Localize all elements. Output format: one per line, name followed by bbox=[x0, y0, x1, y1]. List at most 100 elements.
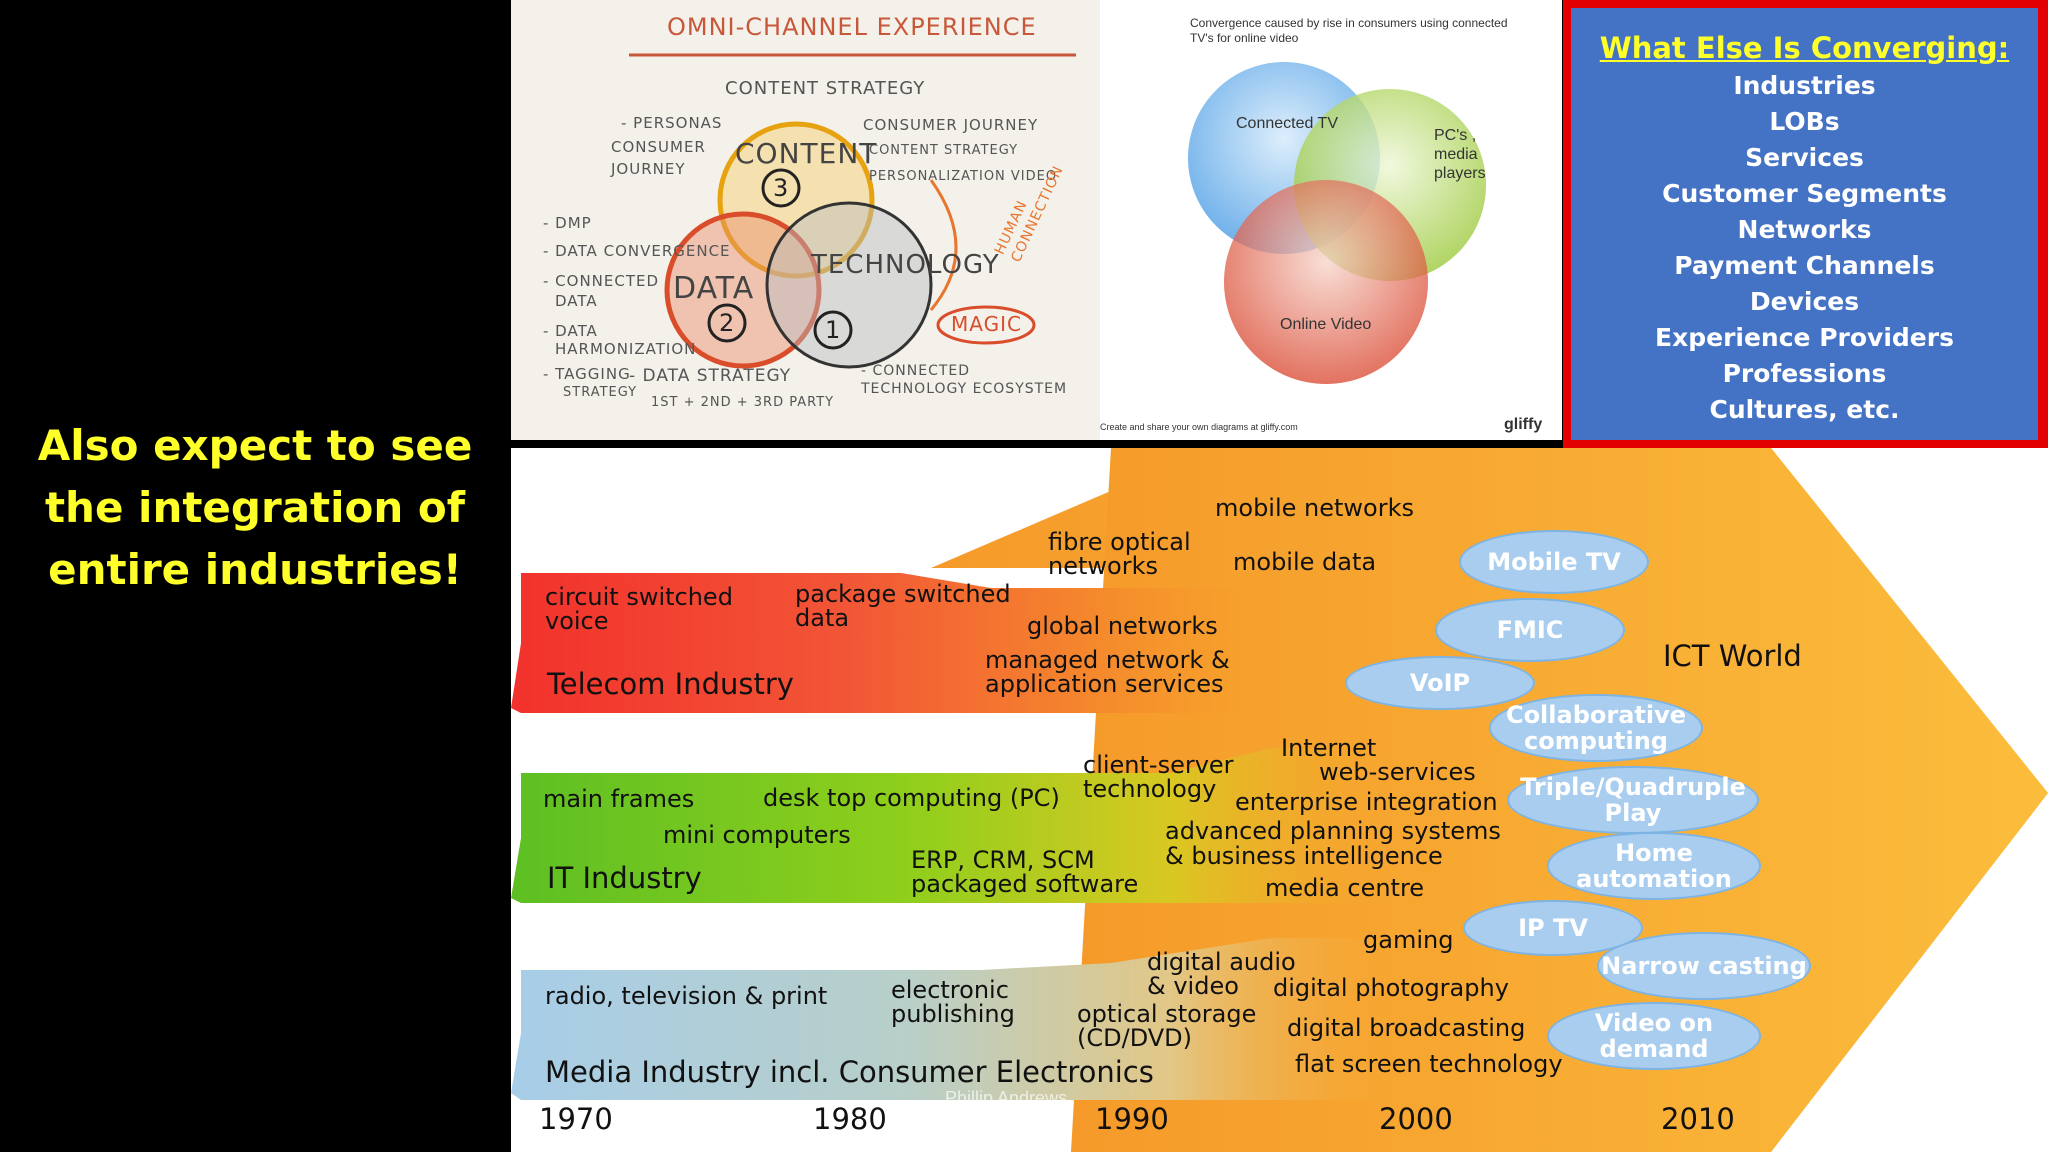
left-mid-1: - DMP bbox=[543, 214, 592, 232]
telecom-item: mobile networks bbox=[1215, 494, 1414, 522]
converging-item: Experience Providers bbox=[1655, 323, 1954, 352]
content-label: CONTENT bbox=[735, 137, 878, 170]
bubble-ip-tv: IP TV bbox=[1463, 900, 1643, 956]
converging-panel: What Else Is Converging: Industries LOBs… bbox=[1571, 8, 2038, 440]
bubble-collaborative-computing: Collaborative computing bbox=[1489, 694, 1703, 762]
it-band bbox=[511, 748, 1391, 903]
converging-title: What Else Is Converging: bbox=[1599, 31, 2010, 65]
connected-tech-label: - CONNECTED TECHNOLOGY ECOSYSTEM bbox=[861, 363, 1068, 397]
technology-circle bbox=[765, 201, 933, 369]
pcs-label: PC's , media players bbox=[1434, 127, 1486, 182]
headline-line-3: entire industries! bbox=[48, 545, 462, 594]
year-label: 1990 bbox=[1095, 1102, 1169, 1136]
converging-item: Devices bbox=[1749, 287, 1860, 316]
number-2: 2 bbox=[719, 309, 736, 337]
it-item: web-services bbox=[1319, 758, 1476, 786]
data-strategy-label: - DATA STRATEGY bbox=[629, 366, 792, 386]
bubble-fmic: FMIC bbox=[1435, 598, 1625, 662]
data-circle bbox=[664, 211, 822, 369]
telecom-item: managed network & application services bbox=[985, 646, 1230, 698]
convergence-venn: Convergence caused by rise in consumers … bbox=[1100, 0, 1562, 440]
right-top-3: PERSONALIZATION VIDEO bbox=[869, 169, 1058, 184]
telecom-item: global networks bbox=[1027, 612, 1218, 640]
converging-item: Professions bbox=[1722, 359, 1887, 388]
media-label: Media Industry incl. Consumer Electronic… bbox=[545, 1055, 1154, 1089]
it-item: media centre bbox=[1265, 874, 1425, 902]
telecom-item: package switched data bbox=[795, 580, 1011, 632]
online-video-circle bbox=[1224, 180, 1428, 384]
converging-item: Customer Segments bbox=[1662, 179, 1947, 208]
left-mid-3: - CONNECTED bbox=[543, 272, 660, 290]
party-label: 1ST + 2ND + 3RD PARTY bbox=[651, 395, 835, 410]
gliffy-logo: gliffy bbox=[1504, 416, 1543, 433]
media-item: optical storage (CD/DVD) bbox=[1077, 1000, 1257, 1052]
technology-label: TECHNOLOGY bbox=[811, 250, 1000, 280]
it-item: Internet bbox=[1281, 734, 1377, 762]
telecom-item: fibre optical networks bbox=[1048, 528, 1191, 580]
data-label: DATA bbox=[673, 271, 755, 306]
media-item: & video bbox=[1147, 972, 1239, 1000]
it-item: client-server technology bbox=[1083, 751, 1234, 803]
left-top-1: - PERSONAS bbox=[621, 114, 723, 132]
left-mid-4: DATA bbox=[555, 292, 598, 310]
bubble-narrow-casting: Narrow casting bbox=[1597, 932, 1811, 1000]
online-video-label: Online Video bbox=[1280, 316, 1372, 333]
year-label: 2010 bbox=[1661, 1102, 1735, 1136]
magic-label: MAGIC bbox=[951, 312, 1022, 336]
venn-title: Convergence caused by rise in consumers … bbox=[1190, 16, 1508, 45]
right-top-1: CONSUMER JOURNEY bbox=[863, 116, 1039, 134]
media-item: gaming bbox=[1363, 926, 1454, 954]
left-mid-6: HARMONIZATION bbox=[555, 340, 697, 358]
converging-item: LOBs bbox=[1769, 107, 1840, 136]
it-item: advanced planning systems bbox=[1165, 817, 1501, 845]
telecom-label: Telecom Industry bbox=[547, 667, 794, 701]
sketch-title: OMNI-CHANNEL EXPERIENCE bbox=[667, 13, 1037, 41]
it-item: enterprise integration bbox=[1235, 788, 1498, 816]
media-item: flat screen technology bbox=[1295, 1050, 1563, 1078]
headline-line-2: the integration of bbox=[44, 483, 466, 532]
ict-world-label: ICT World bbox=[1663, 639, 1802, 673]
media-item: radio, television & print bbox=[545, 982, 828, 1010]
bubble-mobile-tv: Mobile TV bbox=[1459, 530, 1649, 594]
telecom-item: mobile data bbox=[1233, 548, 1377, 576]
connected-tv-label: Connected TV bbox=[1236, 115, 1338, 132]
ict-timeline: circuit switched voice package switched … bbox=[511, 448, 2048, 1152]
year-label: 1970 bbox=[539, 1102, 613, 1136]
left-mid-5: - DATA bbox=[543, 322, 598, 340]
converging-box: What Else Is Converging: Industries LOBs… bbox=[1563, 0, 2048, 448]
right-top-2: CONTENT STRATEGY bbox=[869, 143, 1019, 158]
media-item: digital broadcasting bbox=[1287, 1014, 1526, 1042]
converging-item: Industries bbox=[1733, 71, 1876, 100]
converging-item: Cultures, etc. bbox=[1709, 395, 1900, 424]
venn-footer: Create and share your own diagrams at gl… bbox=[1100, 422, 1298, 432]
it-item: packaged software bbox=[911, 870, 1139, 898]
year-label: 2000 bbox=[1379, 1102, 1453, 1136]
it-item: main frames bbox=[543, 785, 695, 813]
number-3: 3 bbox=[773, 174, 790, 202]
human-connection-arrow bbox=[929, 179, 958, 311]
converging-item: Payment Channels bbox=[1674, 251, 1935, 280]
headline-line-1: Also expect to see bbox=[37, 421, 473, 470]
left-mid-2: - DATA CONVERGENCE bbox=[543, 242, 731, 260]
venn-diagram bbox=[1188, 62, 1486, 384]
media-item: digital photography bbox=[1273, 974, 1509, 1002]
bubble-triple-quadruple-play: Triple/Quadruple Play bbox=[1507, 766, 1759, 834]
media-item: electronic publishing bbox=[891, 976, 1015, 1028]
content-strategy-label: CONTENT STRATEGY bbox=[725, 78, 926, 99]
left-mid-8: STRATEGY bbox=[563, 385, 638, 400]
left-top-2: CONSUMER bbox=[611, 138, 706, 156]
it-item: ERP, CRM, SCM bbox=[911, 846, 1095, 874]
it-label: IT Industry bbox=[547, 861, 702, 895]
converging-item: Services bbox=[1745, 143, 1864, 172]
left-mid-7: - TAGGING bbox=[543, 365, 631, 383]
bubble-voip: VoIP bbox=[1345, 656, 1535, 710]
left-top-3: JOURNEY bbox=[611, 160, 686, 178]
converging-item: Networks bbox=[1737, 215, 1872, 244]
media-band bbox=[511, 938, 1391, 1100]
media-item: digital audio bbox=[1147, 948, 1296, 976]
headline: Also expect to see the integration of en… bbox=[30, 415, 480, 601]
year-label: 1980 bbox=[813, 1102, 887, 1136]
watermark: Phillip Andrews bbox=[945, 1088, 1068, 1108]
bubble-video-on-demand: Video on demand bbox=[1547, 1002, 1761, 1070]
magic-ring bbox=[936, 305, 1036, 345]
